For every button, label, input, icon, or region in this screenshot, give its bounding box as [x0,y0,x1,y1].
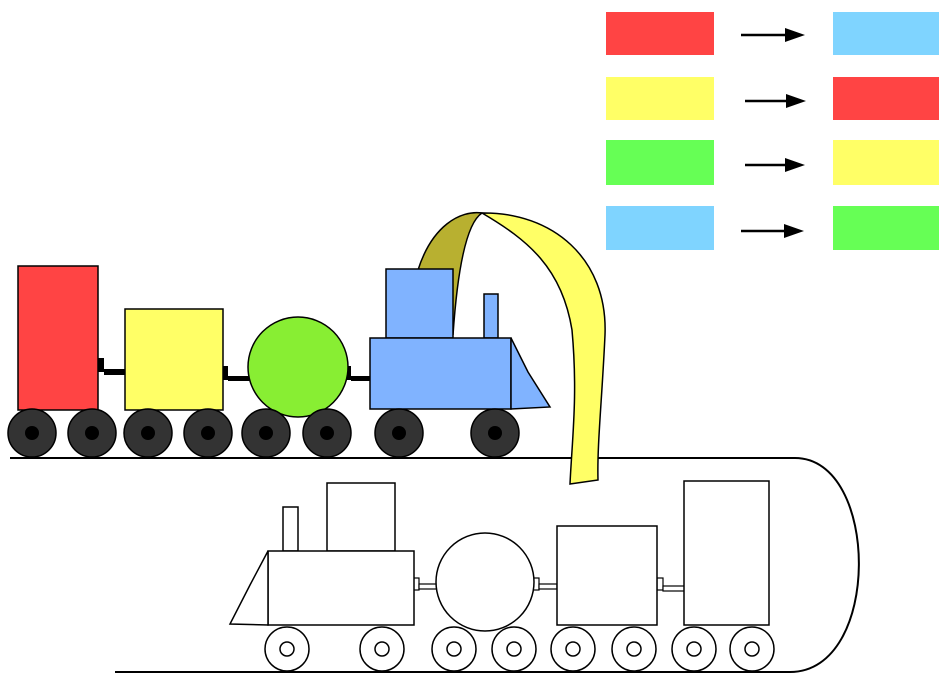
wheel [360,627,404,671]
legend-from-swatch [606,140,714,185]
legend-rule [606,12,939,55]
wheel [184,409,232,457]
wheel [612,627,656,671]
wheel [124,409,172,457]
legend-rule [606,77,939,120]
wheel [471,409,519,457]
wheel [672,627,716,671]
top-train [8,266,550,457]
wheel [8,409,56,457]
legend-rule [606,206,939,250]
engine-body [268,551,414,625]
white-tall-boxcar [684,481,769,625]
legend-to-swatch [833,77,939,120]
legend-from-swatch [606,206,714,250]
wheel [492,627,536,671]
tunnel-loop [790,458,859,672]
white-tank-car [436,533,534,631]
bottom-train [230,481,774,671]
blue-engine [370,269,550,409]
engine-cowcatcher [511,338,550,409]
right-arrow-icon [741,224,804,238]
engine-chimney [283,507,298,551]
engine-chimney [484,294,498,338]
wheel [432,627,476,671]
wheel [375,409,423,457]
red-boxcar [18,266,98,410]
wheel [730,627,774,671]
engine-cab [327,483,395,551]
wheel [303,409,351,457]
wheel [551,627,595,671]
legend-to-swatch [833,12,939,55]
engine-cab [386,269,453,338]
wheel [242,409,290,457]
legend-from-swatch [606,77,714,120]
bottom-train-wheels [265,627,774,671]
wheel [265,627,309,671]
top-train-wheels [8,409,519,457]
right-arrow-icon [741,28,805,42]
green-tank-car [248,317,348,417]
white-boxcar [557,526,657,625]
legend-to-swatch [833,140,939,185]
right-arrow-icon [745,94,806,108]
legend-from-swatch [606,12,714,55]
engine-cowcatcher [230,551,268,625]
legend-to-swatch [833,206,939,250]
wheel [68,409,116,457]
white-engine [230,483,414,625]
legend-rule [606,140,939,185]
right-arrow-icon [745,158,805,172]
yellow-boxcar [125,309,223,410]
engine-body [370,338,511,409]
color-legend [606,12,939,250]
